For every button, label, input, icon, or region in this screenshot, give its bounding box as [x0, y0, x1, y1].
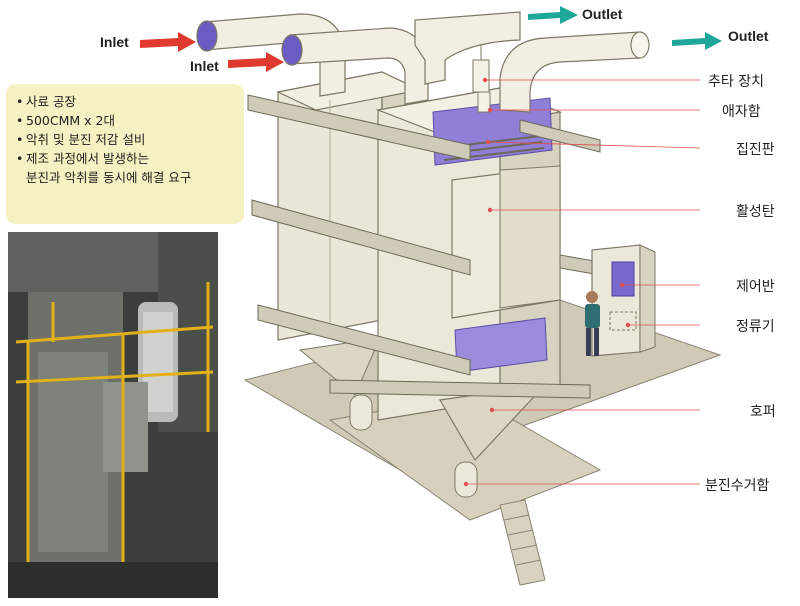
activated-carbon-side: [500, 166, 560, 308]
outlet-arrow-1: [528, 6, 578, 24]
callout-dust-plate: 집진판: [736, 139, 775, 159]
inlet-label-1: Inlet: [100, 34, 129, 50]
inlet-arrow-2: [228, 52, 284, 72]
info-item: 악취 및 분진 저감 설비: [16, 130, 236, 149]
info-item: 500CMM x 2대: [16, 111, 236, 130]
inlet-arrow-1: [140, 32, 196, 52]
callout-chamber: 애자함: [722, 101, 761, 121]
outlet-arrow-2: [672, 32, 722, 50]
site-photo-drawing: [8, 232, 218, 598]
callout-dust-collector: 분진수거함: [705, 475, 769, 495]
inlet-label-2: Inlet: [190, 58, 219, 74]
control-panel: [592, 245, 655, 356]
outlet-label-1: Outlet: [582, 6, 622, 22]
info-item: 제조 과정에서 발생하는: [16, 149, 236, 168]
callout-hopper: 호퍼: [750, 401, 776, 421]
outlet-label-2: Outlet: [728, 28, 768, 44]
callout-weight-device: 추타 장치: [708, 71, 764, 91]
callout-control-panel: 제어반: [736, 276, 775, 296]
info-item: 사료 공장: [16, 92, 236, 111]
site-photo: [8, 232, 218, 598]
callout-activated-carbon: 활성탄: [736, 201, 775, 221]
info-box: 사료 공장 500CMM x 2대 악취 및 분진 저감 설비 제조 과정에서 …: [6, 84, 244, 224]
callout-rectifier: 정류기: [736, 316, 775, 336]
info-item-continued: 분진과 악취를 동시에 해결 요구: [16, 168, 236, 187]
stairs: [500, 500, 545, 585]
